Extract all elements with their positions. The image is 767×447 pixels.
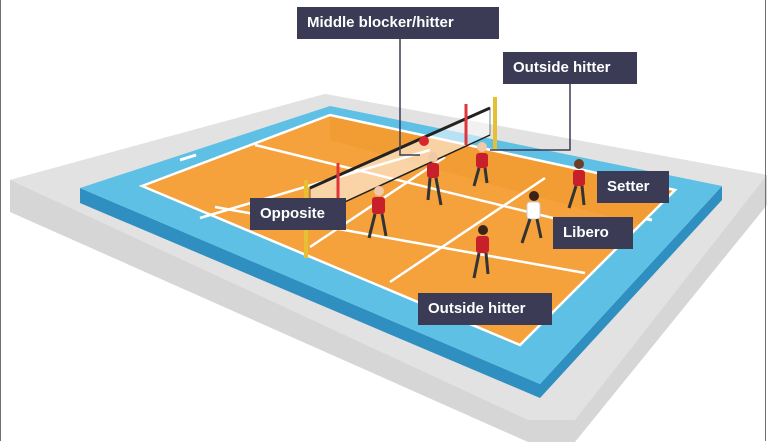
player-libero bbox=[520, 191, 543, 244]
leader-lines bbox=[399, 39, 571, 156]
label-setter: Setter bbox=[597, 171, 669, 203]
player-outside-hitter-bottom bbox=[472, 225, 490, 279]
volleyball bbox=[419, 136, 429, 146]
player-setter bbox=[567, 159, 586, 209]
player-opposite bbox=[367, 186, 388, 239]
player-outside-hitter-top bbox=[472, 142, 489, 187]
court-lines bbox=[138, 113, 678, 347]
label-opposite: Opposite bbox=[250, 198, 346, 230]
label-outside-hitter-top: Outside hitter bbox=[503, 52, 637, 84]
label-outside-hitter-bottom: Outside hitter bbox=[418, 293, 552, 325]
player-middle-blocker bbox=[426, 152, 443, 206]
label-libero: Libero bbox=[553, 217, 633, 249]
free-zone-mark bbox=[179, 153, 197, 162]
label-middle-blocker: Middle blocker/hitter bbox=[297, 7, 499, 39]
